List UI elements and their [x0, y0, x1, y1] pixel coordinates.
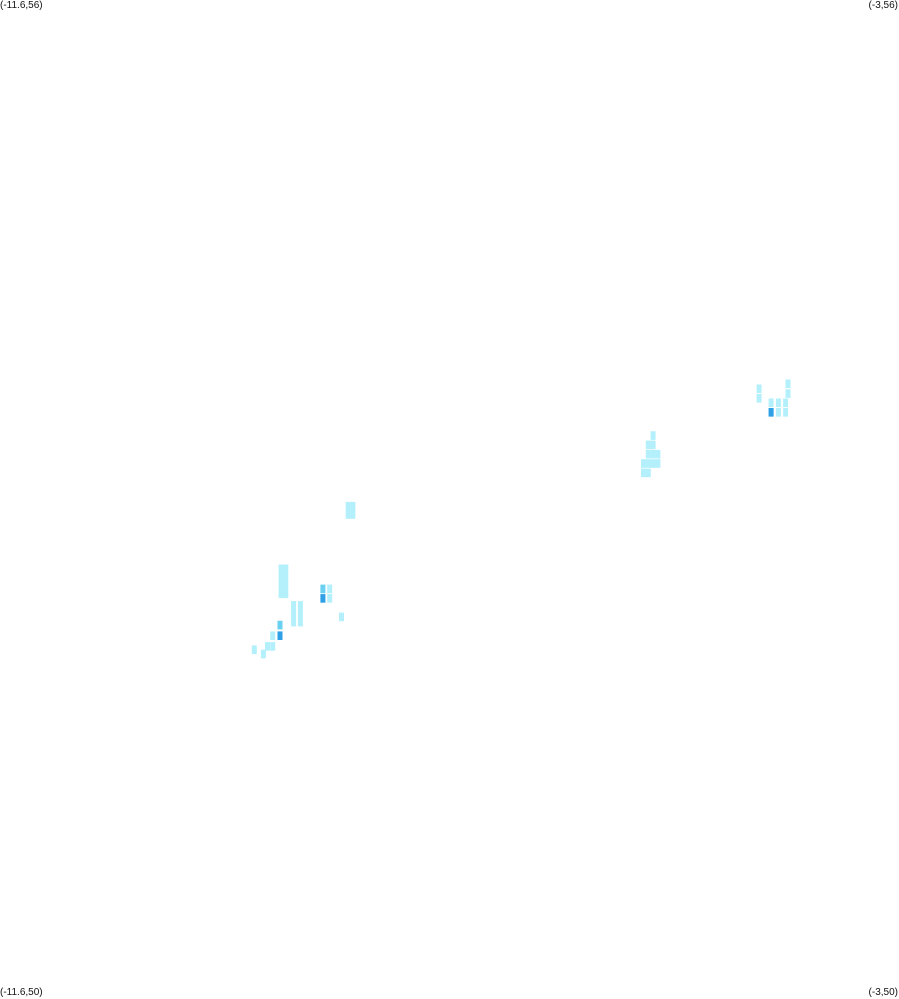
grid-cell: [339, 612, 344, 622]
grid-cell: [783, 398, 789, 408]
grid-cell: [297, 601, 303, 610]
grid-cell: [291, 617, 297, 627]
grid-cell: [655, 459, 661, 468]
grid-cell: [320, 584, 326, 594]
grid-cell: [278, 589, 284, 599]
corner-label-bottom-right: (-3,50): [868, 987, 898, 998]
grid-cell: [260, 649, 266, 659]
grid-cell: [297, 617, 303, 627]
grid-cell: [320, 594, 326, 603]
grid-cell: [650, 431, 656, 440]
grid-cell: [327, 584, 333, 594]
grid-cell: [775, 408, 781, 417]
grid-cell: [345, 510, 351, 519]
grid-cell: [645, 449, 651, 459]
grid-cell: [283, 564, 289, 574]
grid-cell: [650, 449, 656, 459]
grid-cell: [783, 408, 789, 417]
grid-cell: [270, 642, 276, 651]
grid-cell: [650, 440, 656, 450]
grid-cell: [283, 589, 289, 599]
grid-cell: [265, 642, 270, 651]
grid-cell: [785, 379, 791, 389]
grid-cell: [277, 631, 283, 640]
grid-cell: [283, 581, 289, 590]
grid-cell: [297, 609, 303, 618]
corner-label-top-left: (-11.6,56): [0, 0, 43, 11]
grid-cell: [278, 581, 284, 590]
grid-cell: [775, 398, 781, 408]
grid-cell: [283, 572, 289, 582]
grid-cell: [655, 449, 661, 459]
grid-cell: [768, 398, 774, 408]
grid-cell: [641, 468, 646, 478]
grid-cell: [270, 631, 276, 640]
corner-label-top-right: (-3,56): [868, 0, 898, 11]
grid-cell: [756, 384, 762, 394]
grid-cell: [327, 594, 333, 603]
grid-cell: [350, 501, 356, 511]
grid-cell: [350, 510, 356, 519]
grid-cell: [277, 620, 283, 630]
grid-cell: [345, 501, 351, 511]
grid-cell: [645, 468, 651, 478]
grid-cell: [650, 459, 656, 468]
grid-cell: [768, 408, 774, 417]
grid-cell: [278, 564, 284, 574]
grid-cell: [785, 389, 791, 398]
grid-cell: [251, 645, 257, 654]
grid-cell: [756, 394, 762, 403]
grid-cell: [645, 440, 651, 450]
grid-cell: [645, 459, 651, 468]
grid-cell: [291, 601, 297, 610]
corner-label-bottom-left: (-11.6,50): [0, 987, 43, 998]
grid-cell: [291, 609, 297, 618]
grid-cell: [641, 459, 646, 468]
grid-cell: [278, 572, 284, 582]
